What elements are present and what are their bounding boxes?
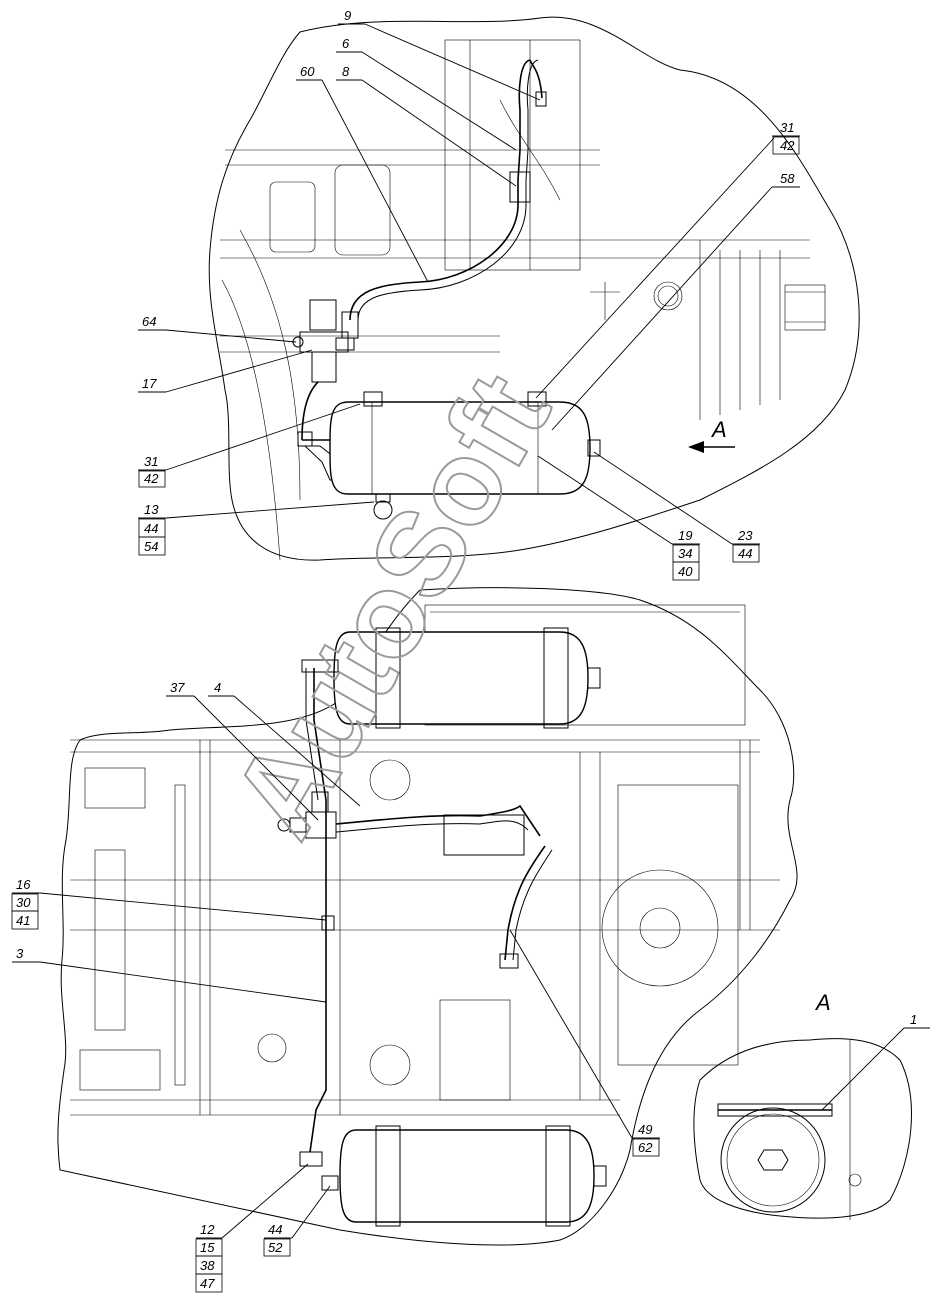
callout-38: 38 xyxy=(200,1258,215,1273)
callout-6: 6 xyxy=(342,36,350,51)
callout-12: 12 xyxy=(200,1222,215,1237)
callout-54: 54 xyxy=(144,539,158,554)
callout-4: 4 xyxy=(214,680,221,695)
callout-13: 13 xyxy=(144,502,159,517)
hose-49 xyxy=(335,804,541,837)
receiver-section xyxy=(720,1107,826,1213)
callout-47: 47 xyxy=(200,1276,215,1291)
valve-37 xyxy=(277,791,337,839)
callout-1: 1 xyxy=(910,1012,917,1027)
callout-49: 49 xyxy=(638,1122,652,1137)
callout-3: 3 xyxy=(16,946,24,961)
callout-52: 52 xyxy=(268,1240,283,1255)
lower-view xyxy=(57,587,798,1246)
lower-view-break-outline xyxy=(57,587,798,1246)
callout-44-c: 44 xyxy=(144,521,158,536)
callout-16: 16 xyxy=(16,877,31,892)
callout-23: 23 xyxy=(737,528,753,543)
air-receiver-lower xyxy=(299,1125,607,1227)
callout-8: 8 xyxy=(342,64,350,79)
callout-34: 34 xyxy=(678,546,692,561)
pipe-3 xyxy=(309,668,327,1153)
hose-60 xyxy=(349,59,531,321)
pressure-regulator-17 xyxy=(292,299,355,383)
callout-44-d: 44 xyxy=(738,546,752,561)
air-receiver-top xyxy=(329,391,601,520)
callout-37: 37 xyxy=(170,680,185,695)
callout-64: 64 xyxy=(142,314,156,329)
callout-19: 19 xyxy=(678,528,692,543)
callout-42-b: 42 xyxy=(144,471,159,486)
top-view-break-outline xyxy=(208,16,860,561)
section-a-title: A xyxy=(814,990,831,1015)
top-view: A xyxy=(208,16,860,561)
callout-60: 60 xyxy=(300,64,315,79)
callout-15: 15 xyxy=(200,1240,215,1255)
callout-58: 58 xyxy=(780,171,795,186)
callout-30: 30 xyxy=(16,895,31,910)
section-a-outline xyxy=(693,1038,912,1219)
callout-31-a: 31 xyxy=(780,120,794,135)
callouts: 9 6 60 8 31 42 58 64 17 31 42 xyxy=(11,8,930,1293)
callout-31-b: 31 xyxy=(144,454,158,469)
air-receiver-upper xyxy=(333,627,601,729)
callout-41: 41 xyxy=(16,913,30,928)
callout-9: 9 xyxy=(344,8,351,23)
view-arrow-label: A xyxy=(710,417,727,442)
callout-62: 62 xyxy=(638,1140,653,1155)
section-a-view: A xyxy=(693,990,912,1220)
callout-17: 17 xyxy=(142,376,157,391)
callout-40: 40 xyxy=(678,564,693,579)
callout-42-a: 42 xyxy=(780,138,795,153)
callout-44-e: 44 xyxy=(268,1222,282,1237)
